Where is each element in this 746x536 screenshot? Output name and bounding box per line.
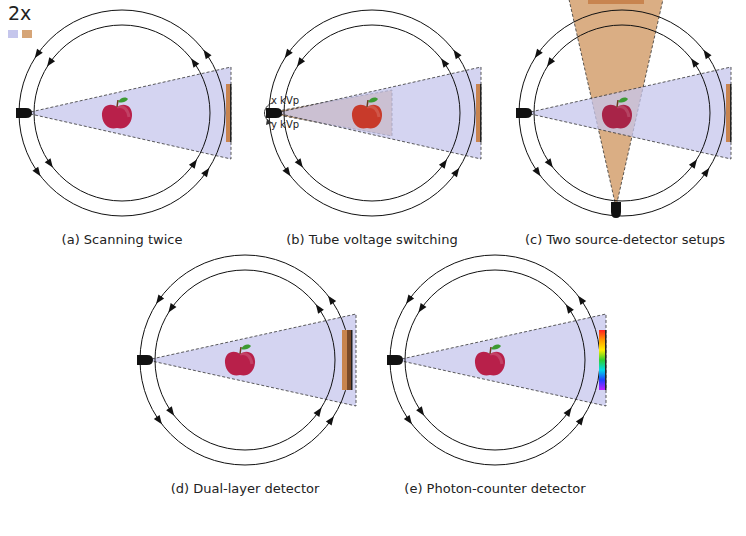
xray-tube — [137, 355, 153, 365]
detector — [730, 84, 732, 142]
rotation-arrow — [191, 58, 199, 67]
xray-beam — [147, 314, 356, 406]
rotation-arrow — [282, 167, 290, 176]
rotation-arrow — [441, 58, 449, 67]
rotation-arrow — [578, 296, 586, 305]
xray-tube — [516, 108, 532, 118]
gantry-ring — [155, 270, 335, 450]
rotation-arrow — [532, 167, 540, 176]
gantry-ring — [390, 255, 600, 465]
detector — [226, 84, 230, 142]
rotation-arrow — [204, 50, 212, 59]
gantry-ring — [34, 25, 210, 201]
rotation-arrow — [297, 57, 305, 66]
rotation-arrow — [328, 296, 336, 305]
xray-tube — [387, 355, 403, 365]
rotation-arrow — [576, 416, 584, 425]
rotation-arrow — [45, 158, 53, 167]
xray-tube — [16, 108, 32, 118]
rotation-arrow — [451, 168, 459, 177]
rotation-arrow — [35, 49, 43, 58]
rotation-arrow — [154, 415, 162, 424]
rotation-arrow — [189, 159, 197, 168]
rotation-arrow — [326, 416, 334, 425]
rotation-arrow — [416, 406, 424, 415]
rotation-arrow — [201, 168, 209, 177]
rotation-arrow — [439, 159, 447, 168]
gantry-ring — [269, 10, 475, 216]
panel-caption: (e) Photon-counter detector — [404, 481, 585, 496]
apple — [352, 97, 382, 128]
rotation-arrow — [418, 303, 426, 312]
detector — [8, 30, 18, 38]
rotation-arrow — [32, 167, 40, 176]
apple — [225, 344, 255, 375]
detector — [351, 330, 353, 390]
detector — [347, 330, 351, 390]
rotation-arrow — [404, 415, 412, 424]
rotation-arrow — [547, 57, 555, 66]
detector — [480, 84, 482, 142]
rotation-arrow — [535, 49, 543, 58]
panel-caption: (c) Two source-detector setups — [525, 232, 725, 247]
rotation-arrow — [691, 58, 699, 67]
panel-caption: (a) Scanning twice — [62, 232, 183, 247]
detector — [588, 0, 644, 4]
gantry-ring — [405, 270, 585, 450]
rotation-arrow — [156, 294, 164, 303]
gantry-ring — [19, 10, 225, 216]
voltage-label: y kVp — [271, 119, 299, 130]
xray-tube — [611, 202, 621, 218]
detector — [599, 330, 605, 390]
rotation-arrow — [564, 408, 572, 417]
apple — [102, 97, 132, 128]
rotation-arrow — [406, 294, 414, 303]
gantry-ring — [284, 25, 460, 201]
xray-beam — [397, 314, 606, 406]
rotation-arrow — [545, 158, 553, 167]
gantry-ring — [140, 255, 350, 465]
rotation-arrow — [454, 50, 462, 59]
rotation-arrow — [295, 158, 303, 167]
rotation-arrow — [701, 168, 709, 177]
rotation-arrow — [314, 408, 322, 417]
rotation-arrow — [316, 304, 324, 313]
xray-beam — [526, 67, 731, 159]
detector — [230, 84, 232, 142]
apple — [602, 97, 632, 128]
rotation-arrow — [285, 49, 293, 58]
repeat-label: 2x — [8, 2, 31, 24]
voltage-label: x kVp — [271, 95, 299, 106]
detector — [22, 30, 32, 38]
panel-caption: (b) Tube voltage switching — [286, 232, 457, 247]
gantry-ring — [519, 10, 725, 216]
xray-beam — [26, 67, 231, 159]
xray-tube — [266, 108, 282, 118]
apple — [475, 344, 505, 375]
detector — [726, 84, 730, 142]
detector — [342, 330, 347, 390]
rotation-arrow — [704, 50, 712, 59]
gantry-ring — [534, 25, 710, 201]
rotation-arrow — [166, 406, 174, 415]
detector — [476, 84, 480, 142]
panel-caption: (d) Dual-layer detector — [171, 481, 320, 496]
rotation-arrow — [168, 303, 176, 312]
rotation-arrow — [47, 57, 55, 66]
rotation-arrow — [689, 159, 697, 168]
detector — [605, 330, 607, 390]
rotation-arrow — [566, 304, 574, 313]
xray-beam — [276, 67, 481, 159]
